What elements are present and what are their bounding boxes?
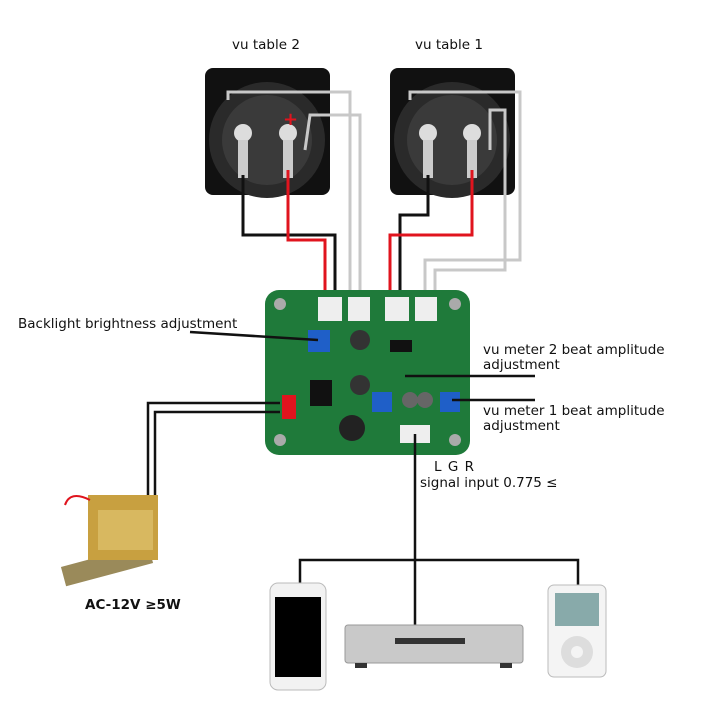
vu2-adjust-label-1: vu meter 2 beat amplitude [483, 342, 665, 358]
svg-text:+: + [283, 109, 298, 130]
vu-table-1-label: vu table 1 [415, 37, 483, 53]
ipod-icon [547, 584, 607, 678]
pcb-board [265, 290, 470, 455]
meter-wires [226, 90, 522, 300]
power-label: AC-12V ≥5W [85, 597, 181, 613]
backlight-label: Backlight brightness adjustment [18, 316, 238, 332]
vu1-adjust-label-2: adjustment [483, 418, 560, 434]
vu-table-2-label: vu table 2 [232, 37, 300, 53]
vu2-adjust-label-2: adjustment [483, 357, 560, 373]
vu1-adjust-label-1: vu meter 1 beat amplitude [483, 403, 665, 419]
vu-meter-1 [390, 68, 515, 198]
transformer-icon [60, 495, 158, 587]
vu-meter-2: + [205, 68, 330, 198]
lgr-label: L G R [434, 459, 475, 475]
signal-input-label: signal input 0.775 ≤ [420, 475, 558, 491]
cd-player-icon [344, 624, 524, 668]
smartphone-icon [269, 582, 327, 691]
